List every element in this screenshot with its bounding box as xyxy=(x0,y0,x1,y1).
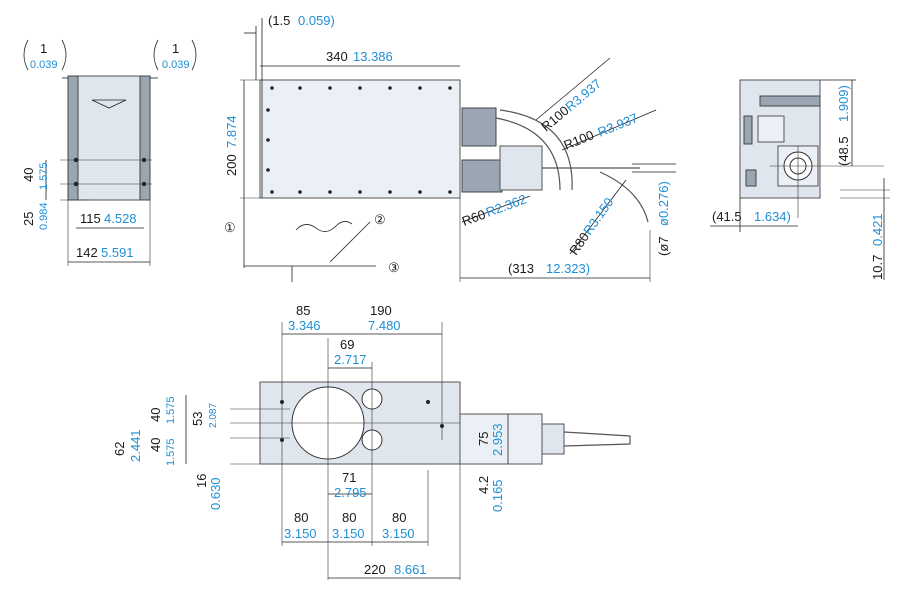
dim-v25-in: 0.984 xyxy=(38,202,50,230)
dim-r80-in: R3.150 xyxy=(580,195,616,238)
dim-h48-in: 1.909) xyxy=(836,85,851,122)
dim-h10-in: 0.421 xyxy=(870,213,885,246)
dim-d71-in: 2.795 xyxy=(334,485,367,500)
dim-h10-mm: 10.7 xyxy=(870,255,885,280)
dim-r100b-in: R3.937 xyxy=(596,110,640,140)
dim-d80b-mm: 80 xyxy=(342,510,356,525)
dim-right-top-mm: 1 xyxy=(172,41,179,56)
dim-dia7-in: ø0.276) xyxy=(656,181,671,226)
dim-d75-in: 2.953 xyxy=(490,423,505,456)
dim-offset-in: 0.059) xyxy=(298,13,335,28)
dim-d4-in: 0.165 xyxy=(490,479,505,512)
dim-d80c-in: 3.150 xyxy=(382,526,415,541)
dim-w142-mm: 142 xyxy=(76,245,98,260)
break-line xyxy=(295,221,353,232)
dim-r100a-in: R3.937 xyxy=(562,76,604,114)
left-rib-left xyxy=(67,75,79,201)
dim-d190-mm: 190 xyxy=(370,303,392,318)
bottom-view: 85 3.346 190 7.480 69 2.717 40 1.575 53 … xyxy=(112,303,631,580)
dim-r60-mm: R60 xyxy=(460,207,488,229)
dim-h48-mm: (48.5 xyxy=(836,136,851,166)
dim-d80b-in: 3.150 xyxy=(332,526,365,541)
dim-left-top-in: 0.039 xyxy=(30,59,58,71)
dim-length-in: 13.386 xyxy=(353,49,393,64)
side-view: (1.5 0.059) 340 13.386 200 7.874 R100 R3… xyxy=(224,13,676,282)
motor-box xyxy=(499,145,543,191)
dim-r100b-mm: R100 xyxy=(562,127,596,153)
dim-d4-mm: 4.2 xyxy=(476,476,491,494)
upper-connector xyxy=(461,107,497,147)
lower-connector xyxy=(461,159,503,193)
end-port xyxy=(745,169,757,187)
dim-d69-in: 2.717 xyxy=(334,352,367,367)
callout-2: ② xyxy=(374,212,386,227)
dim-height-in: 7.874 xyxy=(224,115,239,148)
dim-right-top-in: 0.039 xyxy=(162,59,190,71)
dim-d85-mm: 85 xyxy=(296,303,310,318)
left-rib-right xyxy=(139,75,151,201)
dim-d53-in: 2.087 xyxy=(208,403,219,428)
dim-d16-mm: 16 xyxy=(194,474,209,488)
callout-1: ① xyxy=(224,220,236,235)
dim-length-mm: 340 xyxy=(326,49,348,64)
dim-v25-mm: 25 xyxy=(21,212,36,226)
cable-curve xyxy=(599,171,649,223)
dim-d220-mm: 220 xyxy=(364,562,386,577)
bottom-motor xyxy=(459,413,543,465)
dim-w142-in: 5.591 xyxy=(101,245,134,260)
dim-d71-mm: 71 xyxy=(342,470,356,485)
callout-3: ③ xyxy=(388,260,400,275)
dim-d85-in: 3.346 xyxy=(288,318,321,333)
dim-d80a-mm: 80 xyxy=(294,510,308,525)
dim-dia7-mm: (ø7 xyxy=(656,237,671,257)
dim-d40a-in: 1.575 xyxy=(165,396,177,424)
dim-offset-mm: (1.5 xyxy=(268,13,290,28)
right-end-view: (48.5 1.909) (41.5 1.634) 10.7 0.421 xyxy=(710,79,890,280)
dim-w41-mm: (41.5 xyxy=(712,209,742,224)
dim-d40b-mm: 40 xyxy=(148,438,163,452)
dim-v40-mm: 40 xyxy=(21,168,36,182)
dim-height-mm: 200 xyxy=(224,154,239,176)
bottom-gland xyxy=(541,423,565,455)
left-housing xyxy=(67,75,151,201)
end-connector xyxy=(757,115,785,143)
bottom-cable xyxy=(563,431,631,447)
dim-w115-in: 4.528 xyxy=(104,211,137,226)
dim-w41-in: 1.634) xyxy=(754,209,791,224)
dim-d62-in: 2.441 xyxy=(128,429,143,462)
dim-left-top-mm: 1 xyxy=(40,41,47,56)
dim-d40a-mm: 40 xyxy=(148,408,163,422)
dim-d75-mm: 75 xyxy=(476,432,491,446)
side-housing xyxy=(259,79,461,199)
side-bolt-row xyxy=(266,86,452,194)
dim-d190-in: 7.480 xyxy=(368,318,401,333)
end-top-bar xyxy=(759,95,821,107)
dim-reach-in: 12.323) xyxy=(546,261,590,276)
dim-d69-mm: 69 xyxy=(340,337,354,352)
left-top-mark xyxy=(91,99,127,109)
dim-d40b-in: 1.575 xyxy=(165,438,177,466)
cable-upper xyxy=(495,117,561,191)
dim-r60-in: R2.362 xyxy=(484,191,529,219)
dim-w115-mm: 115 xyxy=(80,211,101,226)
dim-d80c-mm: 80 xyxy=(392,510,406,525)
end-slot xyxy=(743,115,753,145)
dim-d220-in: 8.661 xyxy=(394,562,427,577)
cable-upper-2 xyxy=(499,109,573,191)
dim-d16-in: 0.630 xyxy=(208,477,223,510)
dim-reach-mm: (313 xyxy=(508,261,534,276)
dim-d80a-in: 3.150 xyxy=(284,526,317,541)
left-end-view: 1 0.039 1 0.039 40 1.575 25 0.984 115 4.… xyxy=(21,39,197,266)
dim-d62-mm: 62 xyxy=(112,442,127,456)
dim-v40-in: 1.575 xyxy=(38,162,50,190)
dim-d53-mm: 53 xyxy=(190,412,205,426)
